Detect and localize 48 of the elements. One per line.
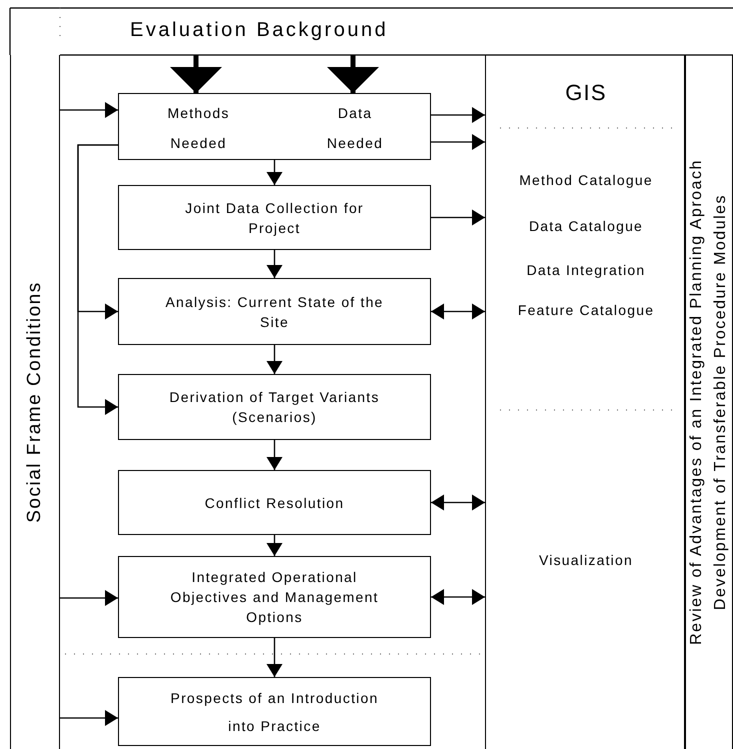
process-box (118, 556, 431, 638)
arrow (327, 55, 379, 93)
arrow (170, 55, 222, 93)
section-label: Visualization (538, 551, 634, 570)
arrow (77, 144, 118, 415)
step-label: Methods Needed (166, 104, 231, 152)
section-label: GIS (564, 83, 608, 103)
step-label: Analysis: Current State of the Site (164, 292, 385, 332)
arrow (431, 107, 485, 123)
process-box (118, 185, 431, 250)
arrow (266, 345, 282, 374)
process-box (118, 677, 431, 746)
step-label: Data Needed (326, 104, 384, 152)
gis-section (485, 410, 685, 749)
arrow (431, 210, 485, 226)
arrow (60, 102, 118, 118)
process-box (118, 374, 431, 440)
process-box (118, 470, 431, 535)
arrow (431, 494, 485, 510)
arrow (266, 160, 282, 185)
gis-section (485, 55, 685, 128)
section-label: Data Integration (526, 261, 646, 280)
arrow (431, 304, 485, 320)
arrow (431, 589, 485, 605)
arrow (266, 440, 282, 470)
step-label: Conflict Resolution (204, 494, 344, 512)
arrow (431, 134, 485, 150)
arrow (266, 535, 282, 556)
band-label: Social Frame Conditions (25, 281, 45, 523)
band-label: Development of Transferable Procedure Modules (711, 194, 730, 610)
step-label: Integrated Operational Objectives and Management Options (169, 568, 380, 627)
section-label: Data Catalogue (528, 217, 644, 236)
step-label: Derivation of Target Variants (Scenarios) (168, 388, 381, 427)
arrow (60, 710, 118, 726)
arrow (266, 638, 282, 677)
section-label: Method Catalogue (518, 171, 654, 190)
process-box (118, 278, 431, 345)
section-label: Feature Catalogue (516, 301, 656, 320)
band-label: Review of Advantages of an Integrated Planning Aproach (687, 159, 706, 645)
heading: Evaluation Background (130, 20, 388, 40)
side-band (685, 55, 733, 749)
process-box (118, 93, 431, 160)
arrow (266, 250, 282, 278)
arrow (60, 590, 118, 606)
step-label: Joint Data Collection for Project (184, 198, 365, 238)
step-label: Prospects of an Introduction into Practice (170, 688, 380, 736)
side-band (10, 55, 60, 749)
gis-section (485, 128, 685, 410)
